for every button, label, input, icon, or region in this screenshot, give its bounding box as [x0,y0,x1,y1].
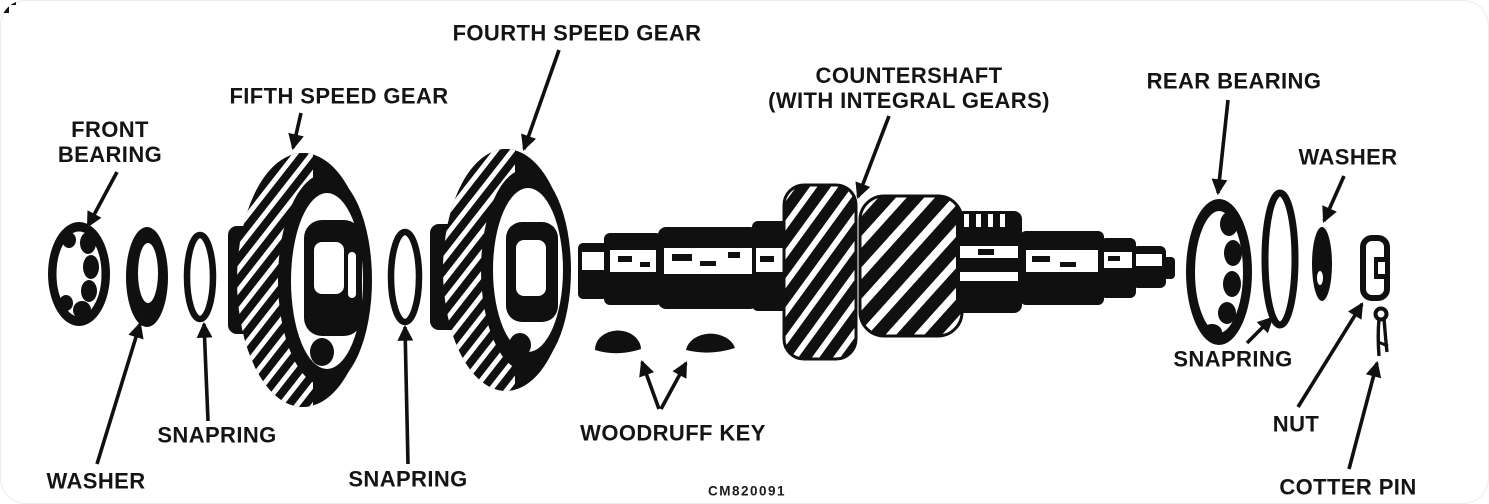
fourth-speed-gear-part [430,149,571,391]
woodruff-key-left-part [594,330,641,354]
label-washer-left: WASHER [46,468,146,494]
snapring-left-1-arrow [196,321,213,422]
label-fourth-speed-gear: FOURTH SPEED GEAR [452,20,702,46]
front-bearing-arrow [86,171,119,228]
figure-number: CM820091 [707,483,787,499]
snapring-right-arrow [1245,316,1274,345]
label-front-bearing: FRONT BEARING [57,116,163,167]
woodruff-key-arrow-right [659,361,688,410]
fourth-speed-gear-arrow [521,49,561,152]
label-cotter-pin: COTTER PIN [1279,474,1417,500]
countershaft-integral-gears [782,183,964,361]
washer-right-arrow [1322,175,1346,223]
front-bearing-rollers [59,232,99,319]
front-bearing-part [48,222,110,326]
label-woodruff-key: WOODRUFF KEY [580,420,766,446]
nut-part [1360,235,1390,301]
label-washer-right: WASHER [1298,144,1398,170]
cotter-pin-part [1373,306,1389,357]
washer-left-part [126,227,168,327]
rear-bearing-arrow [1211,99,1230,196]
countershaft-splined-collar [956,211,1022,313]
snapring-right-part [1261,189,1299,329]
rear-bearing-part [1186,199,1252,345]
cotter-pin-arrow [1347,360,1382,470]
rear-bearing-rollers [1202,212,1242,340]
label-snapring-left-1: SNAPRING [157,422,277,448]
label-rear-bearing: REAR BEARING [1146,68,1322,94]
countershaft-arrow [855,115,891,200]
snapring-left-1-part [183,231,217,323]
countershaft-shaft-texture [582,248,1162,274]
snapring-left-2-part [387,228,423,326]
washer-left-arrow [95,321,144,465]
label-fifth-speed-gear: FIFTH SPEED GEAR [229,83,449,109]
nut-arrow [1296,302,1364,408]
fifth-speed-gear-arrow [288,112,304,151]
woodruff-key-right-part [686,333,735,353]
countershaft-part [578,183,1175,361]
snapring-left-2-arrow [397,324,414,465]
label-snapring-left-2: SNAPRING [348,466,468,492]
label-nut: NUT [1272,411,1320,437]
washer-right-part [1312,227,1332,301]
label-snapring-right: SNAPRING [1173,346,1293,372]
corner-mark [2,1,16,13]
woodruff-key-arrow-left [639,359,661,410]
fifth-speed-gear-part [228,153,372,407]
callout-arrows [86,49,1382,470]
label-countershaft: COUNTERSHAFT (WITH INTEGRAL GEARS) [768,62,1050,113]
